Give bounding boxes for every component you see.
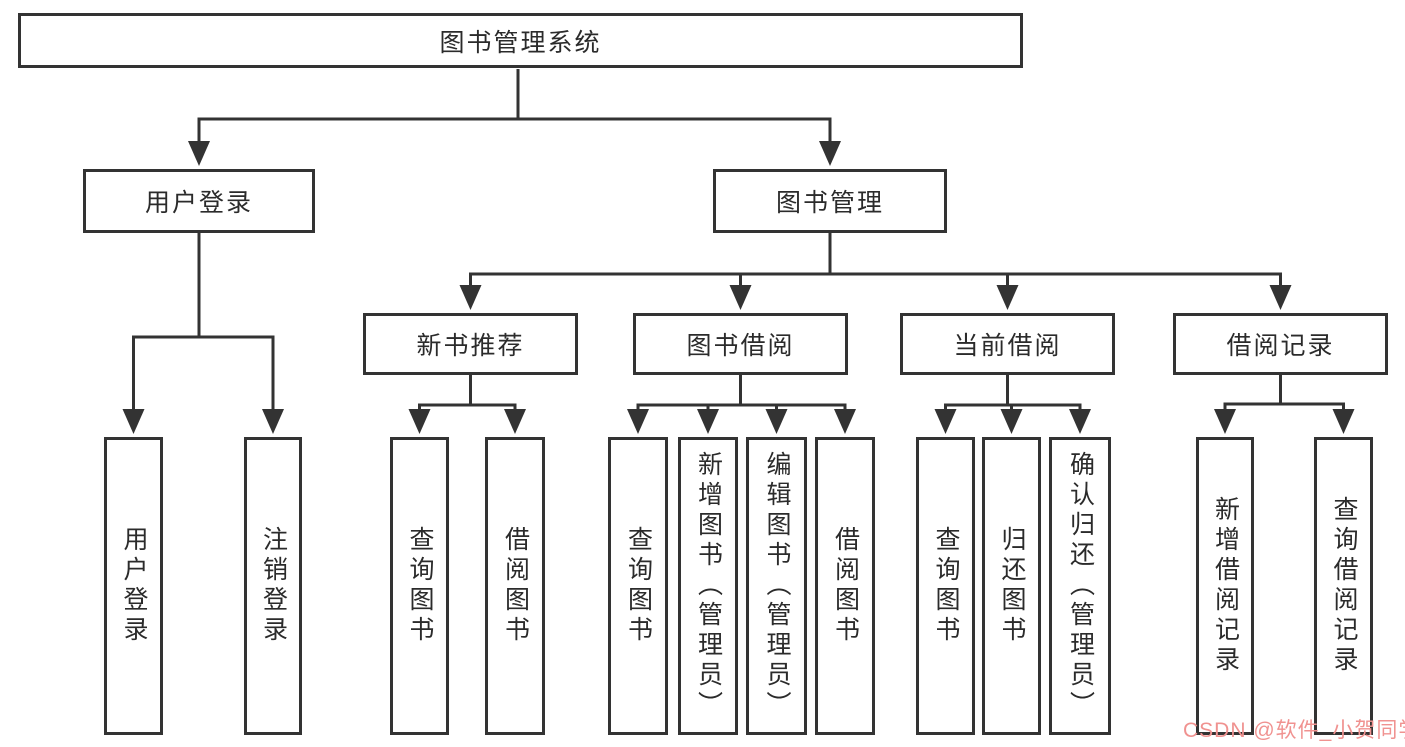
leaf-borrow-books: 借阅图书 (815, 437, 875, 735)
leaf-return-books: 归还图书 (982, 437, 1041, 735)
node-label: 图书管理 (775, 189, 884, 217)
connector-level2-bar (197, 117, 832, 143)
arrowhead-current-borrowing (996, 285, 1019, 310)
leaf-label: 新增图书（管理员） (694, 451, 723, 721)
leaf-label: 用户登录 (120, 526, 148, 646)
node-label: 图书借阅 (686, 332, 795, 360)
node-user-login-branch: 用户登录 (83, 169, 315, 233)
arrowhead-leaf-edit-books-admin (765, 409, 788, 434)
node-book-management-branch: 图书管理 (713, 169, 947, 233)
leaf-label: 借阅图书 (831, 526, 860, 646)
leaf-query-books-recommend: 查询图书 (390, 437, 449, 735)
connector-user-login-bar (132, 335, 275, 411)
leaf-label: 确认归还（管理员） (1066, 451, 1095, 721)
arrowhead-new-book-recommendation (459, 285, 482, 310)
node-current-borrowing: 当前借阅 (900, 313, 1115, 375)
arrowhead-leaf-add-borrow-record (1214, 409, 1236, 434)
leaf-label: 编辑图书（管理员） (763, 451, 791, 721)
leaf-label: 借阅图书 (501, 526, 530, 646)
arrowhead-leaf-query-borrow-record (1332, 409, 1355, 434)
leaf-confirm-return-admin: 确认归还（管理员） (1049, 437, 1111, 735)
leaf-label: 注销登录 (259, 526, 288, 646)
leaf-borrow-books-recommend: 借阅图书 (485, 437, 545, 735)
leaf-query-books-current: 查询图书 (916, 437, 975, 735)
leaf-label: 归还图书 (998, 526, 1026, 646)
node-label: 用户登录 (144, 189, 253, 217)
node-label: 新书推荐 (416, 332, 525, 360)
arrowhead-leaf-query-books-borrow (627, 409, 649, 434)
leaf-query-borrow-record: 查询借阅记录 (1314, 437, 1373, 735)
arrowhead-leaf-add-books-admin (697, 409, 719, 434)
node-library-management-system: 图书管理系统 (18, 13, 1023, 68)
arrowhead-leaf-borrow-books (834, 409, 856, 434)
leaf-logout: 注销登录 (244, 437, 302, 735)
csdn-watermark: CSDN @软件_小贺同学 (1183, 719, 1405, 742)
connector-level3-bar (469, 272, 1282, 287)
arrowhead-leaf-query-books-current (934, 409, 957, 434)
arrowhead-leaf-user-login (122, 409, 145, 434)
leaf-label: 查询借阅记录 (1330, 496, 1358, 676)
connector-current-bar (944, 403, 1082, 411)
leaf-label: 查询图书 (406, 526, 434, 646)
connector-borrowing-bar (636, 403, 847, 411)
leaf-add-books-admin: 新增图书（管理员） (678, 437, 738, 735)
arrowhead-user-login-branch (188, 141, 210, 166)
arrowhead-leaf-logout (262, 409, 284, 434)
connector-recommendation-bar (418, 403, 517, 411)
leaf-label: 新增借阅记录 (1211, 496, 1240, 676)
arrowhead-leaf-confirm-return-admin (1069, 409, 1091, 434)
node-label: 当前借阅 (953, 332, 1062, 360)
node-book-borrowing: 图书借阅 (633, 313, 848, 375)
arrowhead-leaf-return-books (1000, 409, 1023, 434)
leaf-user-login: 用户登录 (104, 437, 163, 735)
leaf-add-borrow-record: 新增借阅记录 (1196, 437, 1254, 735)
arrowhead-book-management-branch (819, 141, 841, 166)
arrowhead-borrowing-records (1269, 285, 1292, 310)
arrowhead-leaf-query-books-recommend (408, 409, 431, 434)
arrowhead-book-borrowing (729, 285, 752, 310)
connector-records-bar (1223, 402, 1345, 411)
node-new-book-recommendation: 新书推荐 (363, 313, 578, 375)
arrowhead-leaf-borrow-books-recommend (504, 409, 526, 434)
leaf-query-books-borrow: 查询图书 (608, 437, 668, 735)
leaf-edit-books-admin: 编辑图书（管理员） (746, 437, 807, 735)
node-borrowing-records: 借阅记录 (1173, 313, 1388, 375)
node-label: 借阅记录 (1226, 332, 1335, 360)
leaf-label: 查询图书 (624, 526, 653, 646)
node-label: 图书管理系统 (439, 28, 602, 57)
leaf-label: 查询图书 (932, 526, 960, 646)
